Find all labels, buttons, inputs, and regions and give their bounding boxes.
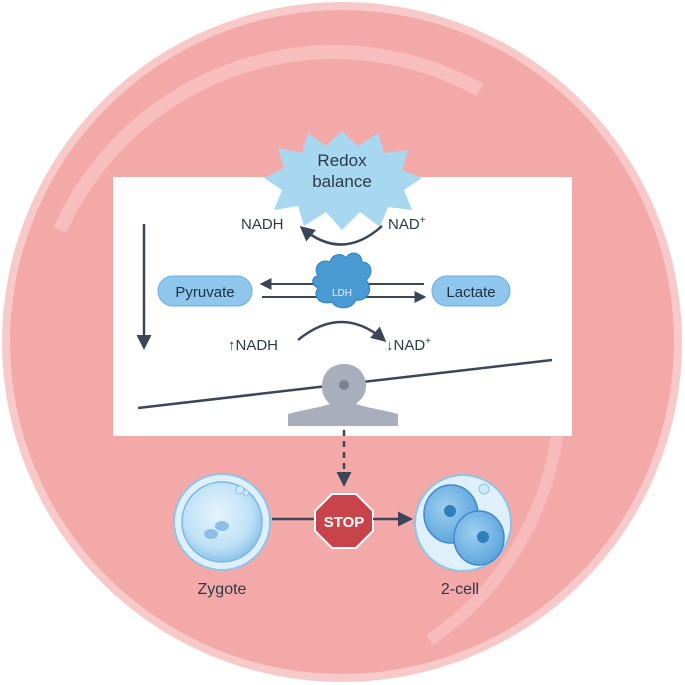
seesaw-icon [137,358,553,426]
top-cycle-arrow [299,225,383,246]
bottom-cycle-arrow [297,320,387,342]
stop-label: STOP [324,514,365,531]
top-nad-label: NAD+ [388,215,426,233]
pyruvate-label: Pyruvate [175,284,234,301]
burst-line-2: balance [312,172,372,191]
two-cell-label: 2-cell [441,581,479,598]
redox-balance-burst: Redox balance [264,131,422,230]
zygote-label: Zygote [198,581,247,598]
ldh-enzyme-icon: LDH [312,252,372,309]
lactate-pill: Lactate [431,275,511,307]
two-cell-embryo-icon [414,474,512,572]
zygote-cell-icon [173,473,271,571]
stop-sign-icon: STOP [314,493,374,549]
burst-line-1: Redox [317,151,367,170]
lactate-label: Lactate [446,284,495,301]
ldh-label: LDH [332,288,352,299]
bottom-nad-label: ↓NAD+ [386,336,431,354]
pyruvate-pill: Pyruvate [157,275,253,307]
bottom-nadh-label: ↑NADH [228,337,278,354]
top-nadh-label: NADH [241,216,284,233]
